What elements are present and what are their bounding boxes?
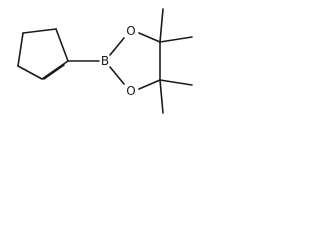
- bond-methyl-top-right: [159, 36, 193, 43]
- bond-ring-c1-c2-double: [43, 64, 65, 80]
- cyclopentene-ring: [17, 28, 69, 80]
- atom-label-boron: B: [101, 54, 109, 68]
- bond-ring-c4-c5: [22, 28, 57, 34]
- bond-b-o-top: [109, 37, 125, 56]
- bond-ring-c2-c3: [17, 65, 43, 80]
- bond-methyl-top-up: [159, 8, 164, 43]
- bond-o-bottom-c: [138, 79, 161, 90]
- methyl-groups: [159, 8, 193, 114]
- bond-ring-c1-c2: [41, 60, 69, 80]
- bond-b-o-bottom: [109, 66, 125, 85]
- bond-methyl-bottom-down: [159, 79, 164, 114]
- atom-label-oxygen-top: O: [126, 24, 135, 38]
- structure-diagram: B O O: [17, 8, 193, 114]
- bond-ring-c3-c4: [17, 32, 24, 67]
- bond-ring-c5-c1: [55, 28, 69, 62]
- bond-methyl-bottom-right: [159, 79, 193, 86]
- dioxaborolane-ring: [109, 32, 161, 90]
- bond-o-top-c: [138, 32, 161, 43]
- atom-label-oxygen-bottom: O: [126, 84, 135, 98]
